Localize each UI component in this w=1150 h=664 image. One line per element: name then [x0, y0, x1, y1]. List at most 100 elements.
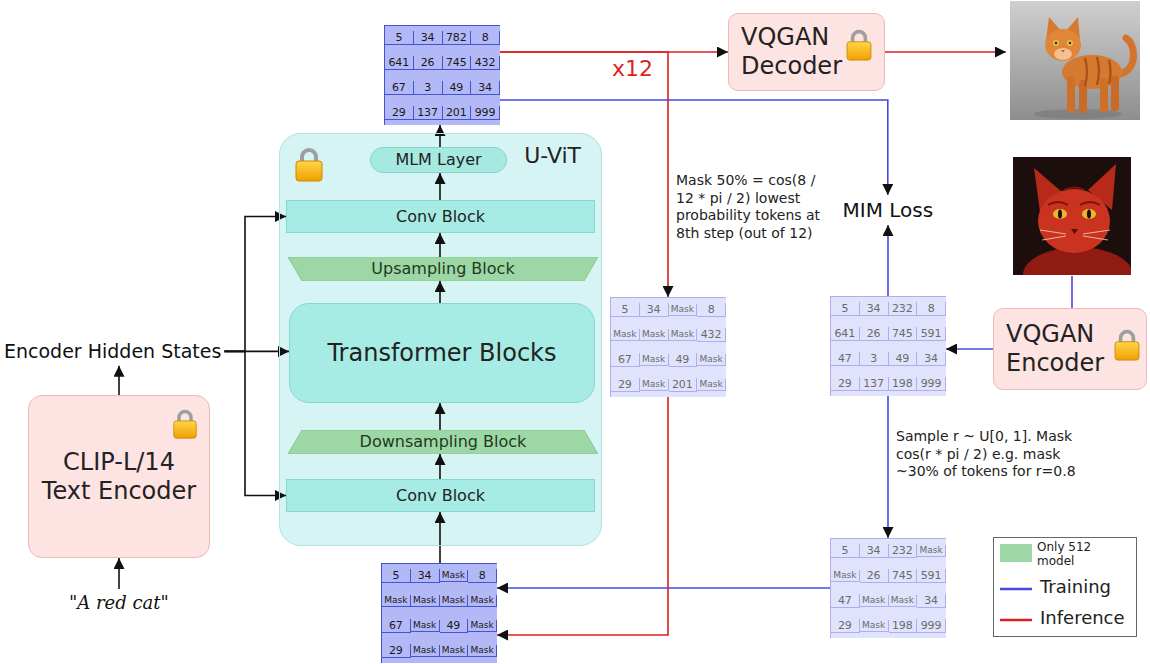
- input-cat-image: [1082, 209, 1096, 219]
- token-cell: Mask: [468, 620, 497, 632]
- token-cell: Mask: [411, 595, 440, 607]
- container-fill: [279, 133, 602, 546]
- token-cell: Mask: [640, 329, 669, 341]
- token-cell: 34: [471, 81, 500, 95]
- legend-text: Training: [1040, 577, 1111, 598]
- token-cell: 232: [889, 544, 918, 558]
- generated-cat-image: [1067, 40, 1073, 46]
- node-text: Conv Block: [396, 486, 485, 505]
- token-cell: 67: [385, 81, 414, 95]
- token-cell: Mask: [440, 595, 469, 607]
- token-cell: 641: [831, 327, 860, 341]
- token-cell: 999: [471, 106, 500, 120]
- connector: [439, 173, 441, 200]
- token-cell: 198: [889, 377, 918, 391]
- node-text: MIM Loss: [843, 198, 934, 222]
- legend-frame: [994, 538, 1137, 637]
- annotation-note: Sample r ~ U[0, 1]. Mask cos(r * pi / 2)…: [896, 428, 1076, 481]
- token-cell: 745: [443, 56, 472, 70]
- token-grid: 534Mask8MaskMaskMaskMask67Mask49Mask29Ma…: [381, 563, 497, 663]
- token-cell: 5: [831, 544, 860, 558]
- token-cell: 201: [669, 378, 698, 392]
- legend-text: Only 512 model: [1037, 541, 1101, 569]
- token-cell: 591: [917, 569, 946, 583]
- generated-cat-image: [1010, 1, 1140, 120]
- token-cell: 47: [831, 352, 860, 366]
- token-cell: 49: [443, 81, 472, 95]
- annotation-note: Mask 50% = cos(8 / 12 * pi / 2) lowest p…: [676, 172, 831, 242]
- connector: [439, 403, 441, 430]
- token-cell: Mask: [697, 354, 726, 366]
- token-cell: 745: [889, 569, 918, 583]
- token-cell: Mask: [382, 595, 411, 607]
- block-title: U-ViT: [524, 143, 581, 169]
- legend-frame: [994, 538, 1137, 637]
- connector: [887, 396, 889, 538]
- node-text: "A red cat": [69, 592, 169, 614]
- token-cell: 29: [382, 644, 411, 658]
- token-cell: 26: [860, 569, 889, 583]
- input-cat-image: [1048, 188, 1100, 206]
- connector: [224, 217, 286, 352]
- input-cat-image: [1053, 209, 1067, 219]
- token-cell: 49: [889, 352, 918, 366]
- repeat-count: x12: [612, 55, 653, 83]
- token-cell: 782: [443, 31, 472, 45]
- token-cell: Mask: [640, 379, 669, 391]
- token-cell: Mask: [669, 329, 698, 341]
- token-cell: 3: [414, 81, 443, 95]
- node-text: MLM Layer: [395, 150, 481, 169]
- connector: [439, 512, 441, 563]
- node-text: Encoder Hidden States: [4, 340, 221, 363]
- input-cat-image: [1013, 157, 1131, 275]
- token-cell: 5: [611, 303, 640, 317]
- token-cell: 34: [414, 31, 443, 45]
- token-cell: 432: [471, 56, 500, 70]
- node-text: Transformer Blocks: [327, 339, 556, 368]
- generated-cat-image: [1120, 38, 1134, 74]
- trapezoid-outline: [288, 430, 598, 454]
- token-cell: 49: [440, 619, 469, 633]
- token-cell: Mask: [917, 545, 946, 557]
- token-cell: Mask: [860, 595, 889, 607]
- input-cat-image: [1087, 210, 1091, 219]
- connector: [439, 233, 441, 257]
- connector: [224, 351, 286, 495]
- connector: [439, 281, 441, 303]
- generated-cat-image: [1045, 29, 1081, 61]
- generated-cat-image: [1100, 78, 1108, 112]
- node-text: Upsampling Block: [371, 259, 514, 278]
- token-cell: Mask: [831, 570, 860, 582]
- transformer-block: Transformer Blocks: [289, 303, 595, 403]
- token-cell: 5: [382, 569, 411, 583]
- node-text: VQGAN Decoder: [741, 23, 874, 81]
- generated-cat-image: [1055, 42, 1057, 44]
- token-cell: 201: [443, 106, 472, 120]
- node-text: Conv Block: [396, 207, 485, 226]
- token-cell: 8: [917, 302, 946, 316]
- token-cell: Mask: [669, 304, 698, 316]
- generated-cat-image: [1061, 50, 1065, 53]
- token-grid: 534782864126745432673493429137201999: [384, 25, 500, 125]
- legend-line-sample: [1000, 619, 1032, 622]
- token-cell: Mask: [440, 570, 469, 582]
- token-cell: 29: [831, 377, 860, 391]
- text-encoder-box: CLIP-L/14 Text Encoder: [28, 395, 210, 558]
- connector: [118, 366, 120, 395]
- downsampling-block: Downsampling Block: [288, 430, 598, 454]
- token-cell: 5: [385, 31, 414, 45]
- token-cell: Mask: [860, 620, 889, 632]
- connector: [946, 348, 993, 350]
- lock-icon: [296, 150, 322, 181]
- token-cell: 67: [611, 353, 640, 367]
- token-cell: 29: [611, 378, 640, 392]
- training-line: [1071, 276, 1073, 308]
- connector: [118, 558, 120, 589]
- prompt-text: "A red cat": [69, 592, 169, 614]
- token-cell: 432: [697, 328, 726, 342]
- input-cat-image: [1058, 210, 1062, 219]
- token-cell: 29: [385, 106, 414, 120]
- conv-block: Conv Block: [286, 479, 595, 512]
- legend-swatch: [1000, 544, 1032, 562]
